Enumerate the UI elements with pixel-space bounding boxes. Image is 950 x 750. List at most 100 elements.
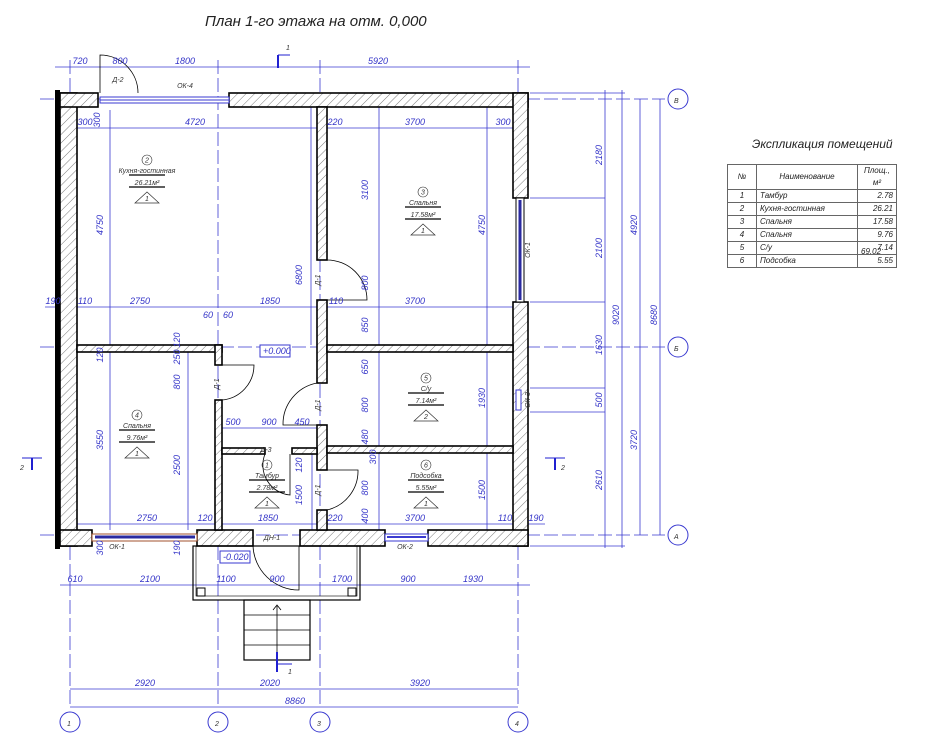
room-area: 9.76м² xyxy=(127,435,148,442)
dimension-label: 500 xyxy=(225,417,240,427)
axis-label-3: 3 xyxy=(317,721,321,728)
room-number-circle xyxy=(141,154,153,166)
dimension-label: 190 xyxy=(528,513,543,523)
room-number-circle xyxy=(420,459,432,471)
axis-bubbles xyxy=(59,88,689,733)
dimension-label-vertical: 120 xyxy=(294,457,304,472)
dimension-label: 300 xyxy=(77,117,92,127)
grid-axes xyxy=(40,60,665,708)
walls xyxy=(55,90,529,549)
dimension-label-vertical: 120 xyxy=(95,347,105,362)
dimension-label: 4720 xyxy=(185,117,205,127)
dimension-label: 1850 xyxy=(258,513,278,523)
dimension-label: 1850 xyxy=(260,296,280,306)
dimension-label: 3700 xyxy=(405,117,425,127)
opening-label-ok4: ОК-4 xyxy=(177,83,193,90)
dimension-label-right: 1630 xyxy=(594,335,604,355)
dimension-label-vertical: 4750 xyxy=(477,215,487,235)
dimension-label: 120 xyxy=(197,513,212,523)
opening-label-d1: Д-1 xyxy=(315,399,322,411)
dimension-label-vertical: 250 xyxy=(172,349,182,365)
axis-label-a: А xyxy=(673,534,679,541)
cell-area: 26.21 xyxy=(857,202,897,216)
dimension-label: 1700 xyxy=(332,574,352,584)
opening-label-d2: Д-2 xyxy=(111,77,123,84)
dimension-label: 610 xyxy=(67,574,82,584)
opening-label-d1: Д-1 xyxy=(315,484,322,496)
room-area: 26.21м² xyxy=(134,180,160,187)
dimension-label: 3920 xyxy=(410,678,430,688)
room-name: Спальня xyxy=(409,200,437,207)
dimension-label-vertical: 1930 xyxy=(477,388,487,408)
cell-num: 4 xyxy=(727,228,757,242)
cell-name: Тамбур xyxy=(756,189,858,203)
room-number-circle xyxy=(417,186,429,198)
dimension-label-vertical: 3100 xyxy=(360,180,370,200)
dimension-label: 800 xyxy=(112,56,127,66)
opening-label-ok1: ОК-1 xyxy=(525,242,532,258)
room-area: 17.58м² xyxy=(411,212,436,219)
section-mark-2-left: 2 xyxy=(19,457,42,472)
dimension-label: 1930 xyxy=(463,574,483,584)
dimension-label-vertical: 850 xyxy=(360,317,370,332)
room-area: 7.14м² xyxy=(416,398,437,405)
dimension-label-vertical: 300 xyxy=(95,540,105,555)
room-name: Тамбур xyxy=(255,472,279,480)
dimension-label-right: 500 xyxy=(594,392,604,407)
room-name: Подсобка xyxy=(410,472,441,480)
dimension-label-vertical: 800 xyxy=(360,397,370,412)
finish-type-triangle-icon xyxy=(410,223,436,236)
dimension-label: 1800 xyxy=(175,56,195,66)
dimension-label-vertical: 1500 xyxy=(477,480,487,500)
dimension-total: 8860 xyxy=(285,696,305,706)
dimension-label-vertical: 400 xyxy=(360,508,370,523)
dimension-label: 3700 xyxy=(405,296,425,306)
cell-area: 7.14 xyxy=(857,241,897,255)
svg-text:2: 2 xyxy=(560,465,565,472)
dimension-label-right: 2610 xyxy=(594,470,604,491)
finish-type-triangle-icon xyxy=(254,496,280,509)
svg-text:2: 2 xyxy=(19,465,24,472)
dimension-label: 2920 xyxy=(134,678,155,688)
dimension-label-right: 4920 xyxy=(629,215,639,235)
dimension-label: 220 xyxy=(326,117,342,127)
dimension-label: 900 xyxy=(269,574,284,584)
table-header-row: № Наименование Площ., м² xyxy=(727,164,897,190)
section-mark-1-bottom: 1 xyxy=(276,652,292,676)
dimension-label-right: 2180 xyxy=(594,145,604,166)
opening-label-d1: Д-1 xyxy=(315,274,322,286)
dimension-label-vertical: 800 xyxy=(360,480,370,495)
room-finish-mark: 1 xyxy=(424,501,428,508)
header-name: Наименование xyxy=(756,164,858,190)
opening-label-dn1: ДН-1 xyxy=(263,535,280,542)
dimension-label-vertical: 800 xyxy=(360,275,370,290)
dimension-label-right: 3720 xyxy=(629,430,639,450)
room-finish-mark: 1 xyxy=(421,228,425,235)
finish-type-triangle-icon xyxy=(124,446,150,459)
room-finish-mark: 1 xyxy=(145,196,149,203)
drawing-title: План 1-го этажа на отм. 0,000 xyxy=(205,13,427,30)
opening-label-ok1: ОК-1 xyxy=(109,544,125,551)
dimension-label: 110 xyxy=(78,296,92,306)
dimension-label-vertical: 650 xyxy=(360,359,370,374)
cell-num: 1 xyxy=(727,189,757,203)
room-finish-mark: 2 xyxy=(423,414,428,421)
axis-label-4: 4 xyxy=(515,721,519,728)
room-number: 2 xyxy=(144,158,149,165)
dimension-label: 1100 xyxy=(216,574,235,584)
axis-label-1: 1 xyxy=(67,721,71,728)
axis-label-b: Б xyxy=(674,346,679,353)
cell-area: 9.76 xyxy=(857,228,897,242)
dimension-label: 3700 xyxy=(405,513,425,523)
dimension-label-vertical: 190 xyxy=(172,540,182,555)
level-porch: -0.020 xyxy=(223,552,249,562)
dimension-label-vertical: 480 xyxy=(360,429,370,444)
openings xyxy=(91,54,525,591)
dimension-label-vertical: 800 xyxy=(172,374,182,389)
svg-text:1: 1 xyxy=(288,669,292,676)
